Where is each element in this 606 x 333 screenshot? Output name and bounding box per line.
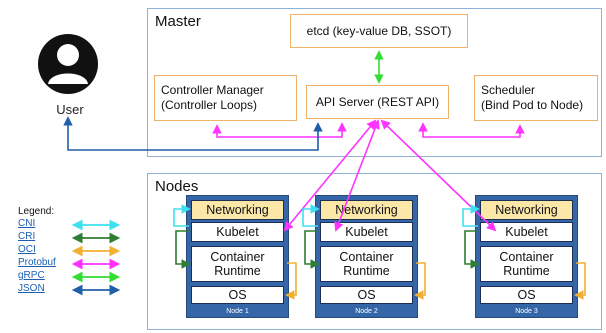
scheduler-box: Scheduler (Bind Pod to Node): [474, 75, 598, 121]
api-server-label: API Server (REST API): [315, 94, 440, 109]
legend-item-protobuf: Protobuf: [18, 257, 56, 268]
scheduler-label: Scheduler: [481, 83, 536, 97]
runtime-line-2: Runtime: [214, 264, 261, 278]
kubelet-layer: Kubelet: [480, 222, 573, 242]
controller-manager-sublabel: (Controller Loops): [161, 98, 258, 112]
scheduler-sublabel: (Bind Pod to Node): [481, 98, 584, 112]
node-label: Node 1: [226, 308, 249, 315]
etcd-label: etcd (key-value DB, SSOT): [306, 23, 452, 38]
master-title: Master: [155, 13, 201, 30]
kubelet-layer: Kubelet: [320, 222, 413, 242]
kubelet-layer: Kubelet: [191, 222, 284, 242]
legend-title: Legend:: [18, 206, 55, 217]
legend-item-grpc: gRPC: [18, 270, 45, 281]
networking-layer: Networking: [480, 200, 573, 220]
api-server-box: API Server (REST API): [306, 85, 449, 119]
os-layer: OS: [191, 286, 284, 304]
networking-layer: Networking: [320, 200, 413, 220]
legend-item-cri: CRI: [18, 231, 36, 242]
legend-item-cni: CNI: [18, 218, 36, 229]
nodes-title: Nodes: [155, 178, 199, 195]
legend-item-json: JSON: [18, 283, 45, 294]
controller-manager-label: Controller Manager: [161, 83, 264, 97]
runtime-line-2: Runtime: [343, 264, 390, 278]
node-label: Node 2: [355, 308, 378, 315]
user-label: User: [56, 102, 84, 117]
node-label: Node 3: [515, 308, 538, 315]
os-layer: OS: [480, 286, 573, 304]
etcd-box: etcd (key-value DB, SSOT): [290, 14, 468, 48]
os-layer: OS: [320, 286, 413, 304]
runtime-line-2: Runtime: [503, 264, 550, 278]
legend: Legend: CNI CRI OCI Protobuf gRPC JSON: [18, 206, 128, 295]
networking-layer: Networking: [191, 200, 284, 220]
runtime-line-1: Container: [499, 250, 554, 264]
legend-item-oci: OCI: [18, 244, 36, 255]
runtime-line-1: Container: [210, 250, 265, 264]
controller-manager-box: Controller Manager (Controller Loops): [154, 75, 297, 121]
runtime-line-1: Container: [339, 250, 394, 264]
